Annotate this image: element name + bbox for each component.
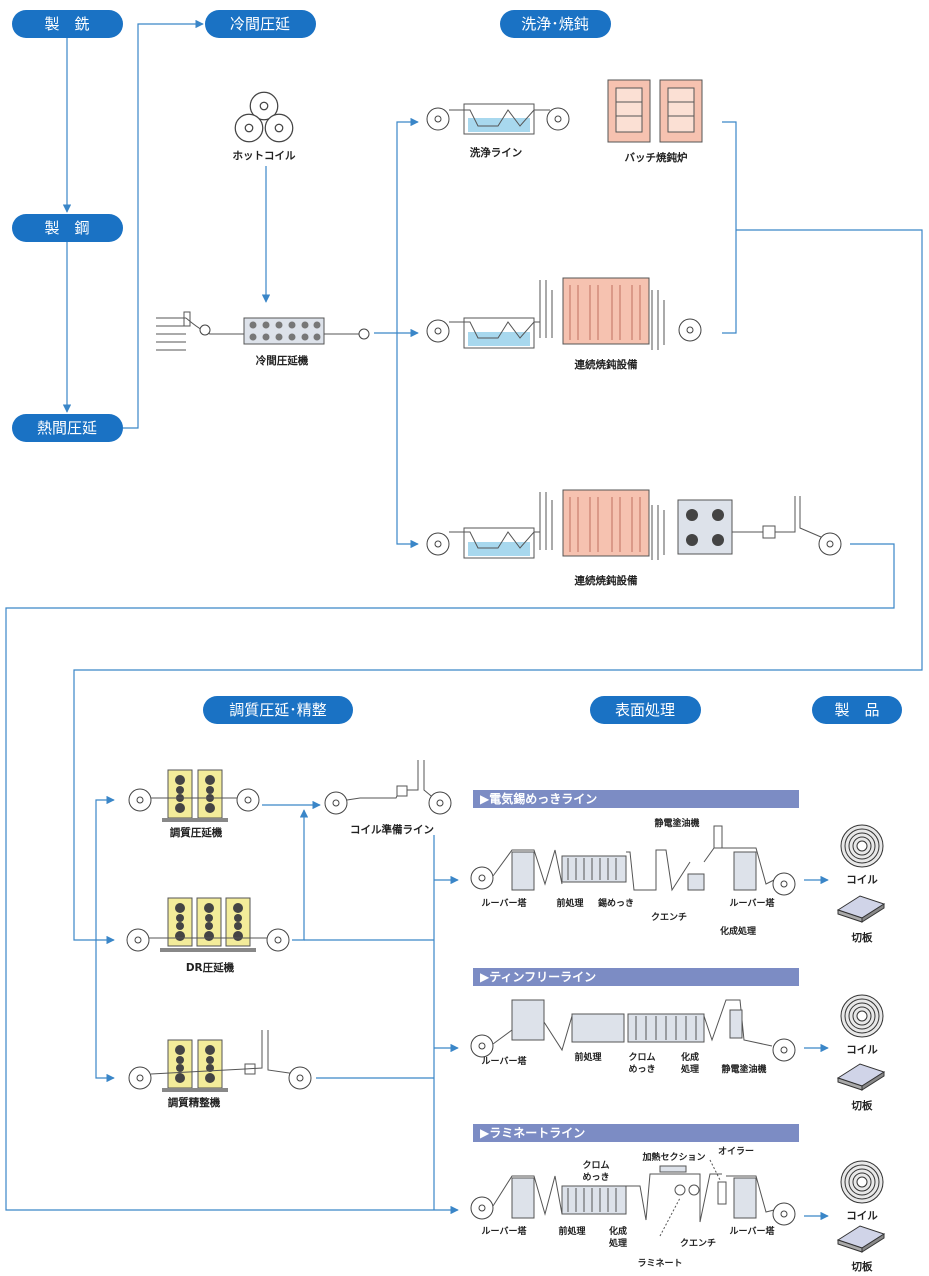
continuous-annealing-2 <box>426 489 842 560</box>
tfs-electrostatic: 静電塗油機 <box>721 1063 766 1075</box>
laminate-pretreat: 前処理 <box>558 1225 585 1237</box>
laminate-heating: 加熱セクション <box>641 1151 705 1163</box>
laminate-chem-1: 化成 <box>609 1225 627 1237</box>
product-coil-3: コイル <box>846 1210 878 1222</box>
product-sheet-3: 切板 <box>852 1260 873 1273</box>
tin-plating: 錫めっき <box>598 897 634 909</box>
laminate-line-title: ▶ラミネートライン <box>480 1126 585 1140</box>
laminate-laminate: ラミネート <box>637 1258 682 1269</box>
cleaning-line-label: 洗浄ライン <box>470 146 523 159</box>
tfs-chrome-2: めっき <box>628 1064 655 1075</box>
tin-free-line: ▶ティンフリーライン <box>470 968 799 1062</box>
temper-finish-label: 調質精整機 <box>168 1096 221 1109</box>
product-sheet-icon-1 <box>837 895 885 923</box>
svg-text:表面処理: 表面処理 <box>615 701 675 719</box>
laminate-chrome-1: クロム <box>582 1160 609 1171</box>
tfs-chem-2: 処理 <box>680 1063 699 1075</box>
product-coil-icon-3 <box>840 1160 884 1204</box>
svg-text:製 品: 製 品 <box>834 701 879 719</box>
pill-reikan: 冷間圧延 <box>205 10 316 38</box>
tfs-looper-1: ルーバー塔 <box>482 1055 528 1067</box>
tfs-chem-1: 化成 <box>681 1051 699 1063</box>
batch-annealing-furnace <box>607 79 703 143</box>
batch-furnace-label: バッチ焼鈍炉 <box>625 151 688 164</box>
pill-netsukan: 熱間圧延 <box>12 414 123 442</box>
cleaning-line-equipment <box>426 103 570 135</box>
continuous-annealing-1 <box>426 277 702 350</box>
laminate-quench: クエンチ <box>680 1238 716 1249</box>
laminate-oiler: オイラー <box>718 1146 754 1157</box>
laminate-chrome-2: めっき <box>582 1172 609 1183</box>
svg-text:製 銑: 製 銑 <box>44 15 89 33</box>
tfs-line-title: ▶ティンフリーライン <box>480 970 596 984</box>
temper-mill-label: 調質圧延機 <box>170 826 223 839</box>
cold-rolling-mill <box>156 311 370 351</box>
flow-lines <box>5 19 923 1221</box>
product-sheet-2: 切板 <box>852 1099 873 1112</box>
svg-text:調質圧延･精整: 調質圧延･精整 <box>229 701 327 719</box>
temper-rolling-mill <box>128 769 260 822</box>
product-coil-2: コイル <box>846 1044 878 1056</box>
dr-rolling-mill <box>126 897 290 952</box>
cont-anneal-1-label: 連続焼鈍設備 <box>575 358 638 371</box>
cont-anneal-2-label: 連続焼鈍設備 <box>575 574 638 587</box>
dr-mill-label: DR圧延機 <box>186 961 235 974</box>
product-coil-icon-2 <box>840 994 884 1038</box>
pill-seikou: 製 鋼 <box>12 214 123 242</box>
hot-coil-label: ホットコイル <box>233 150 296 162</box>
product-sheet-icon-3 <box>837 1225 885 1253</box>
svg-text:洗浄･焼鈍: 洗浄･焼鈍 <box>521 15 589 33</box>
tin-looper-1: ルーバー塔 <box>482 897 528 909</box>
laminate-looper-2: ルーバー塔 <box>730 1225 776 1237</box>
tin-line-title: ▶電気錫めっきライン <box>480 791 597 806</box>
laminate-looper-1: ルーバー塔 <box>482 1225 528 1237</box>
svg-text:熱間圧延: 熱間圧延 <box>37 419 97 437</box>
tfs-chrome-1: クロム <box>628 1052 655 1063</box>
laminate-line: ▶ラミネートライン <box>470 1124 799 1237</box>
pill-seihin: 製 品 <box>812 696 902 724</box>
cold-mill-label: 冷間圧延機 <box>256 354 309 367</box>
temper-finishing-machine <box>128 1030 312 1092</box>
laminate-chem-2: 処理 <box>608 1237 627 1249</box>
tfs-line-band <box>473 968 799 986</box>
pill-hyoumen: 表面処理 <box>590 696 701 724</box>
tin-chem: 化成処理 <box>720 925 756 937</box>
tin-quench: クエンチ <box>651 912 687 923</box>
svg-text:製 鋼: 製 鋼 <box>44 219 89 237</box>
svg-text:冷間圧延: 冷間圧延 <box>230 15 290 33</box>
pill-senjou: 洗浄･焼鈍 <box>500 10 611 38</box>
coil-preparation-line <box>324 760 452 815</box>
product-coil-1: コイル <box>846 874 878 886</box>
pill-choushitsu: 調質圧延･精整 <box>203 696 353 724</box>
laminate-line-band <box>473 1124 799 1142</box>
pill-seitetsu: 製 銑 <box>12 10 123 38</box>
tin-pretreat: 前処理 <box>556 897 583 909</box>
product-coil-icon-1 <box>840 824 884 868</box>
coil-prep-label: コイル準備ライン <box>350 823 434 836</box>
product-sheet-1: 切板 <box>852 931 873 944</box>
hot-coil-stack <box>234 91 294 143</box>
tin-electrostatic: 静電塗油機 <box>654 817 699 829</box>
product-sheet-icon-2 <box>837 1063 885 1091</box>
tfs-pretreat: 前処理 <box>574 1051 601 1063</box>
tin-plating-line: ▶電気錫めっきライン <box>470 790 799 896</box>
tin-line-band <box>473 790 799 808</box>
tin-looper-2: ルーバー塔 <box>730 897 776 909</box>
